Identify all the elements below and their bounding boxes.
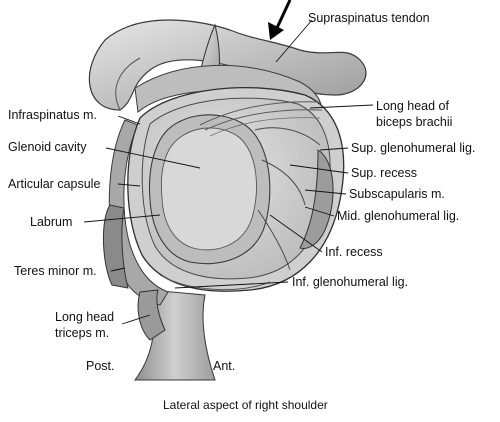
label-labrum: Labrum: [30, 215, 73, 229]
inferior-recess: [159, 274, 271, 291]
label-inf-glenohumeral-lig: Inf. glenohumeral lig.: [292, 275, 409, 289]
label-ant: Ant.: [213, 359, 236, 373]
sup-glenohumeral-ligament: [254, 127, 321, 146]
biceps-tendon: [199, 101, 321, 126]
glenoid-fossa: [160, 127, 257, 251]
leader-lines: [83, 19, 374, 325]
label-long-head-biceps-line1: Long head of: [376, 99, 449, 113]
figure-caption: Lateral aspect of right shoulder: [163, 398, 328, 412]
label-teres-minor: Teres minor m.: [14, 264, 97, 278]
label-long-head-triceps-line1: Long head: [55, 310, 115, 324]
label-subscapularis: Subscapularis m.: [349, 187, 445, 201]
arrow-head: [268, 22, 284, 40]
label-inf-recess: Inf. recess: [325, 245, 383, 259]
teres-minor-muscle: [103, 204, 129, 289]
arrow-shaft: [274, 0, 292, 31]
label-long-head-triceps-line2: triceps m.: [55, 326, 110, 340]
subscapularis-band: [299, 149, 334, 249]
label-infraspinatus: Infraspinatus m.: [8, 108, 97, 122]
mid-glenohumeral-ligament: [261, 159, 306, 206]
label-supraspinatus-tendon: Supraspinatus tendon: [308, 11, 430, 25]
label-glenoid-cavity: Glenoid cavity: [8, 140, 87, 154]
label-sup-glenohumeral-lig: Sup. glenohumeral lig.: [351, 141, 476, 155]
label-sup-recess: Sup. recess: [351, 166, 418, 180]
label-articular-capsule: Articular capsule: [8, 177, 101, 191]
label-mid-glenohumeral-lig: Mid. glenohumeral lig.: [337, 209, 460, 223]
label-post: Post.: [86, 359, 115, 373]
triceps-muscle: [137, 289, 166, 341]
inf-glenohumeral-ligament: [257, 209, 291, 271]
acromion-spine: [115, 57, 141, 111]
label-long-head-biceps-line2: biceps brachii: [376, 115, 453, 129]
